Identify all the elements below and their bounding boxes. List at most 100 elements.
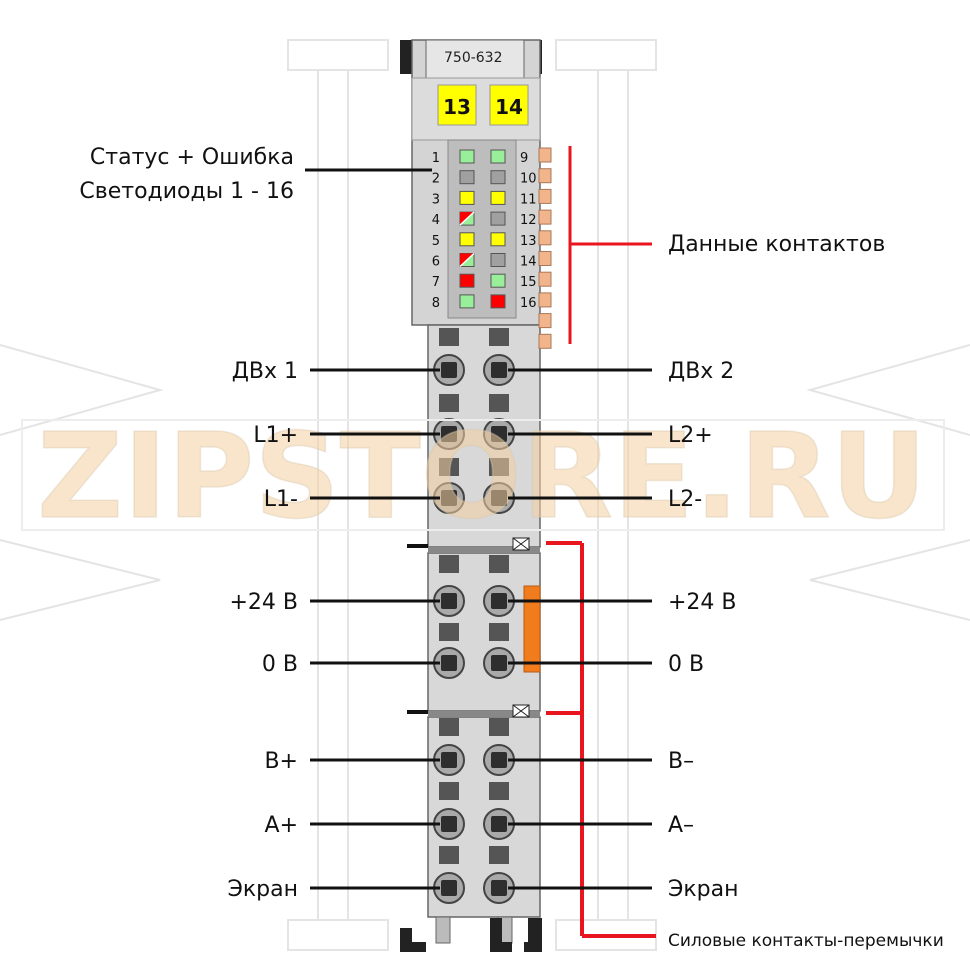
led-15-body xyxy=(490,273,506,288)
clamp-opening xyxy=(441,490,457,506)
release-slot xyxy=(439,718,459,736)
led-4-split xyxy=(459,211,475,226)
terminal-left-label: L1+ xyxy=(253,423,298,448)
terminal-clamp-left-3 xyxy=(433,482,465,514)
terminal-left-label: L1- xyxy=(264,487,298,512)
badge-13-label: 13 xyxy=(443,95,471,119)
release-slot xyxy=(439,555,459,573)
led-6-split xyxy=(459,252,475,268)
terminal-right-label: L2- xyxy=(668,487,702,512)
release-slot xyxy=(439,782,459,800)
status-label-line1: Статус + Ошибка xyxy=(90,145,294,170)
terminal-clamps xyxy=(433,328,515,904)
led-number: 4 xyxy=(432,213,440,228)
terminal-right-label: ДВх 2 xyxy=(668,359,734,384)
led-14-body xyxy=(490,253,506,267)
led-7: 7 xyxy=(432,273,475,290)
terminal-left-label: A+ xyxy=(265,813,298,838)
terminal-right-label: 0 В xyxy=(668,652,704,677)
data-contact-tab xyxy=(538,333,552,349)
clamp-opening xyxy=(491,426,507,442)
jumper-markers xyxy=(512,537,530,718)
data-contact-tab xyxy=(538,147,552,163)
terminal-right-label: A– xyxy=(668,813,694,838)
led-number: 13 xyxy=(520,234,537,249)
watermark-band xyxy=(21,419,945,531)
release-slot xyxy=(439,458,459,476)
release-slot xyxy=(489,555,509,573)
terminal-right-label: +24 В xyxy=(668,590,737,615)
led-13: 13 xyxy=(490,232,537,249)
led-1: 1 xyxy=(432,149,475,166)
led-5: 5 xyxy=(432,232,475,249)
release-slot xyxy=(489,394,509,412)
data-contacts xyxy=(538,147,552,349)
clamp-opening xyxy=(441,362,457,378)
led-8: 8 xyxy=(432,294,475,311)
led-2-body xyxy=(459,170,475,185)
led-16: 16 xyxy=(490,294,537,311)
release-slot xyxy=(439,846,459,864)
data-contact-tab xyxy=(538,292,552,308)
data-contact-tab xyxy=(538,251,552,266)
data-contact-tab xyxy=(538,168,552,184)
led-number: 11 xyxy=(520,192,537,207)
led-number: 5 xyxy=(432,234,440,249)
terminal-left-label: B+ xyxy=(264,749,298,774)
clamp-opening xyxy=(441,816,457,832)
clamp-opening xyxy=(491,593,507,609)
clamp-opening xyxy=(491,362,507,378)
data-contact-tab xyxy=(538,188,552,204)
terminal-left-label: 0 В xyxy=(262,652,298,677)
release-slot xyxy=(489,328,509,346)
data-contact-tab xyxy=(538,313,552,329)
led-5-body xyxy=(459,232,475,247)
led-11-body xyxy=(490,190,506,205)
led-12: 12 xyxy=(490,211,537,228)
clamp-opening xyxy=(441,426,457,442)
power-jumper-contact xyxy=(523,585,541,673)
clamp-opening xyxy=(441,880,457,896)
release-slot xyxy=(439,328,459,346)
terminal-left-label: Экран xyxy=(228,877,298,902)
badge-14 xyxy=(489,84,529,126)
led-6: 6 xyxy=(432,252,475,270)
data-contact-tab xyxy=(538,271,552,287)
terminal-clamp-right-5 xyxy=(483,647,515,679)
led-12-body xyxy=(490,211,506,226)
led-3-body xyxy=(459,190,475,205)
led-number: 7 xyxy=(432,275,440,290)
release-slot xyxy=(439,623,459,641)
release-slot xyxy=(489,782,509,800)
channel-badges: 13 14 xyxy=(437,84,529,126)
watermark-text: ZIPSTORE.RU xyxy=(37,407,927,545)
led-16-body xyxy=(490,294,506,309)
clamp-opening xyxy=(491,655,507,671)
led-11: 11 xyxy=(490,190,537,207)
clamp-opening xyxy=(491,490,507,506)
led-2: 2 xyxy=(432,170,475,187)
led-number: 10 xyxy=(520,172,537,187)
clamp-opening xyxy=(491,880,507,896)
release-slot xyxy=(489,846,509,864)
terminal-clamp-right-7 xyxy=(483,808,515,840)
terminal-left-label: +24 В xyxy=(229,590,298,615)
power-jumper-bracket xyxy=(546,541,656,938)
clamp-opening xyxy=(441,593,457,609)
led-number: 15 xyxy=(520,275,537,290)
led-10: 10 xyxy=(490,170,537,187)
led-number: 1 xyxy=(432,151,440,166)
led-3: 3 xyxy=(432,190,475,207)
badge-13 xyxy=(437,84,477,126)
power-jumper-label: Силовые контакты-перемычки xyxy=(668,931,944,951)
led-9: 9 xyxy=(490,149,528,166)
clamp-opening xyxy=(491,816,507,832)
release-slot xyxy=(489,718,509,736)
led-number: 3 xyxy=(432,192,440,207)
led-8-body xyxy=(459,294,475,309)
led-number: 6 xyxy=(432,255,440,270)
terminal-right-label: Экран xyxy=(668,877,738,902)
